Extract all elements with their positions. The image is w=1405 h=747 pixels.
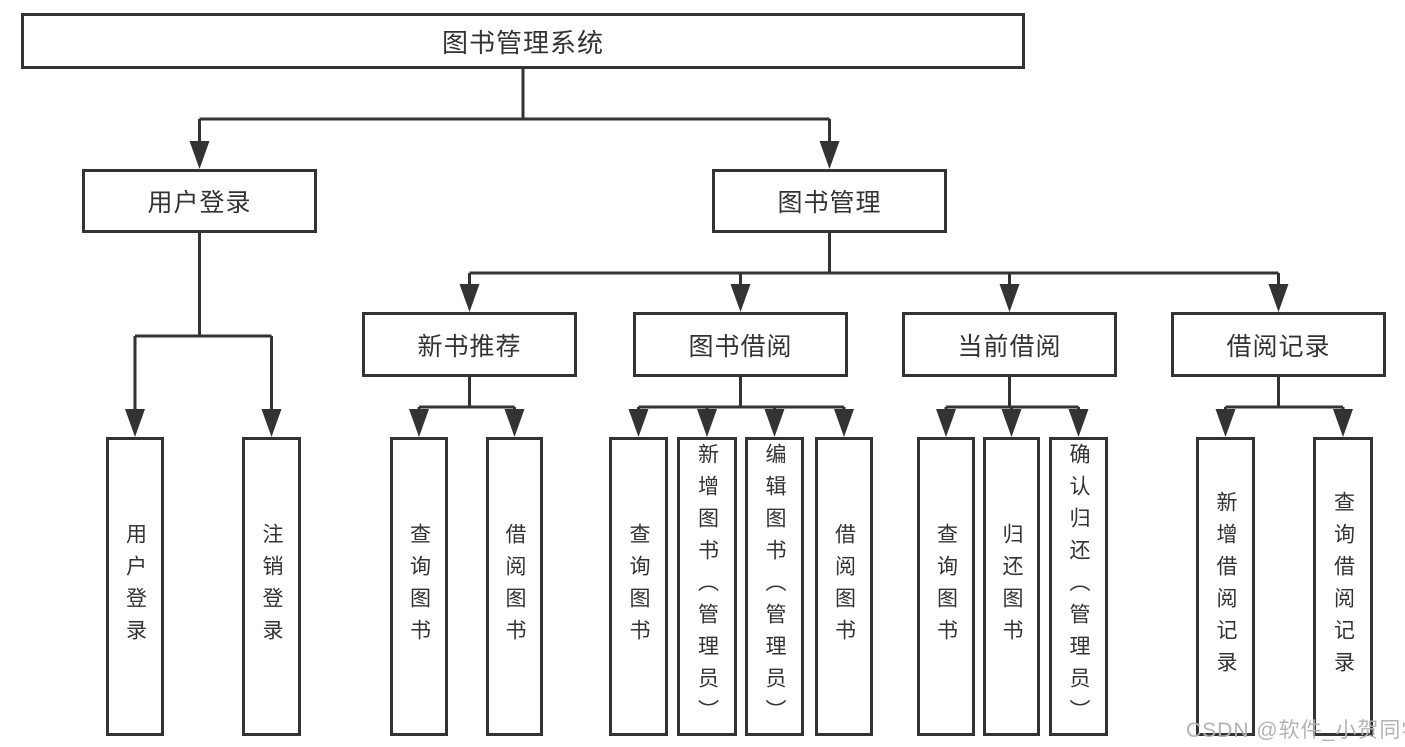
node-recommend-borrow-books: 借阅图书 bbox=[486, 437, 543, 736]
node-book-management: 图书管理 bbox=[712, 169, 947, 233]
node-records-add-record: 新增借阅记录 bbox=[1196, 437, 1255, 736]
node-borrowing-add-books-admin: 新增图书（管理员） bbox=[677, 437, 737, 736]
node-current-confirm-return-admin: 确认归还（管理员） bbox=[1049, 437, 1108, 736]
node-book-borrowing: 图书借阅 bbox=[633, 312, 848, 377]
node-current-borrowing: 当前借阅 bbox=[902, 312, 1117, 377]
node-user-login: 用户登录 bbox=[82, 169, 317, 233]
arrowheads bbox=[125, 141, 1353, 437]
node-new-book-recommendation: 新书推荐 bbox=[362, 312, 577, 377]
node-system-root: 图书管理系统 bbox=[21, 13, 1025, 69]
node-borrowing-edit-books-admin: 编辑图书（管理员） bbox=[745, 437, 804, 736]
node-user-login-leaf: 用户登录 bbox=[106, 437, 164, 736]
node-current-return-books: 归还图书 bbox=[983, 437, 1040, 736]
node-records-query-record: 查询借阅记录 bbox=[1313, 437, 1373, 736]
csdn-watermark: CSDN @软件_小贺同学 bbox=[1186, 719, 1405, 742]
node-recommend-query-books: 查询图书 bbox=[390, 437, 448, 736]
node-current-query-books: 查询图书 bbox=[917, 437, 975, 736]
node-borrowing-borrow-books: 借阅图书 bbox=[815, 437, 873, 736]
node-borrowing-query-books: 查询图书 bbox=[609, 437, 668, 736]
node-borrowing-records: 借阅记录 bbox=[1171, 312, 1386, 377]
node-logout-leaf: 注销登录 bbox=[242, 437, 301, 736]
